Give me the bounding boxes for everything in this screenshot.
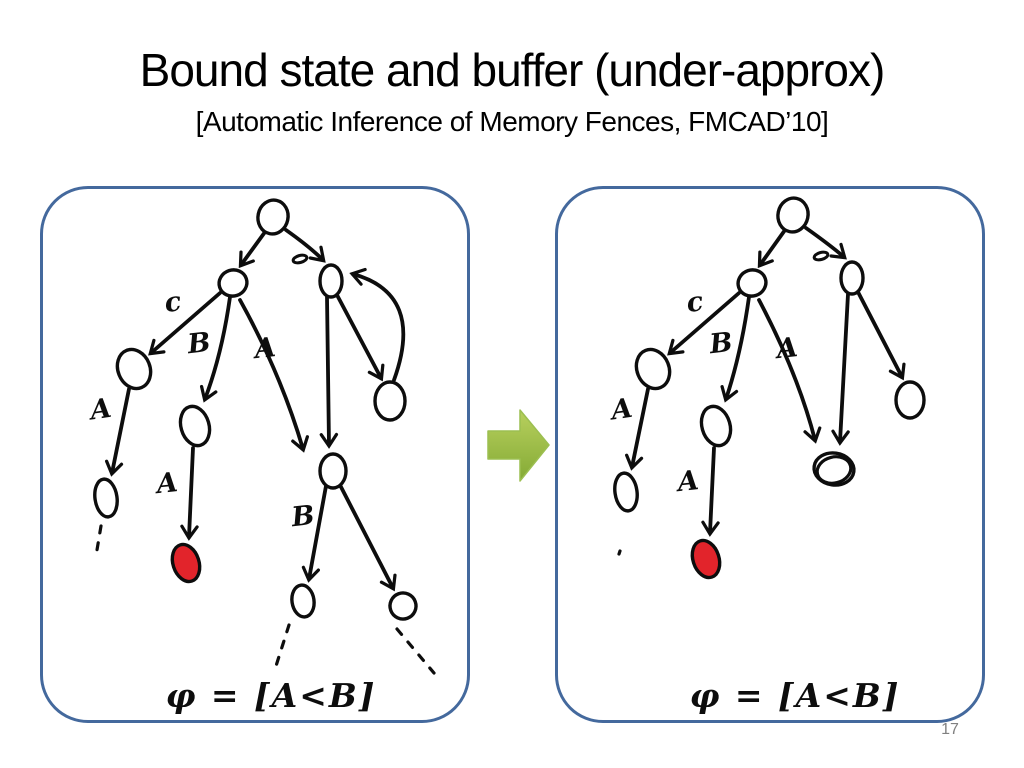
tree-node: [388, 591, 418, 621]
continuation-dashes: [274, 623, 291, 668]
slide-title: Bound state and buffer (under-approx): [139, 44, 886, 96]
tree-diagram-before: c B A A A B φ = [A<B]: [85, 198, 436, 715]
edge-label-b: B: [289, 500, 316, 533]
red-node: [170, 542, 202, 584]
panel-after: c B A A A φ = [A<B]: [555, 186, 985, 723]
tree-edge: [757, 228, 787, 269]
pen-squiggle: [812, 250, 830, 262]
tree-edge: [856, 290, 906, 381]
tree-edge: [831, 292, 850, 446]
tree-edge-c: [148, 291, 222, 356]
tree-edge-c: [667, 291, 741, 356]
slide-subtitle: [Automatic Inference of Memory Fences, F…: [195, 106, 829, 137]
tree-node-root: [776, 196, 810, 234]
formula: φ = [A<B]: [166, 676, 377, 715]
panel-before: c B A A A B φ = [A<B]: [40, 186, 470, 723]
pen-squiggle: [291, 253, 309, 265]
tree-node: [290, 583, 316, 619]
continuation-dot: [617, 549, 622, 556]
edge-label-a: A: [673, 465, 700, 498]
tree-node: [318, 263, 344, 299]
tree-node: [178, 404, 212, 448]
tree-node: [93, 477, 119, 519]
tree-node: [613, 471, 639, 513]
tree-diagram-after: c B A A A φ = [A<B]: [606, 196, 926, 715]
tree-node: [318, 452, 348, 490]
tree-edge: [284, 228, 326, 263]
tree-edge-a: [625, 387, 650, 471]
merged-node-scribble: [815, 455, 853, 485]
tree-node: [634, 347, 672, 391]
transform-arrow-icon: [487, 409, 550, 482]
right-block-arrow: [487, 409, 550, 482]
edge-label-a: A: [85, 393, 113, 427]
tree-edge-a-long: [238, 298, 309, 453]
tree-edge: [319, 295, 339, 449]
formula: φ = [A<B]: [690, 676, 901, 715]
tree-edge: [338, 483, 397, 592]
edge-label-a: A: [152, 467, 179, 500]
tree-node: [373, 380, 407, 422]
tree-edge-b: [720, 295, 751, 403]
edge-label-c: c: [685, 286, 706, 319]
continuation-dashes: [395, 627, 436, 675]
tree-node-root: [256, 198, 290, 236]
tree-node: [736, 268, 768, 298]
back-loop-edge: [349, 267, 406, 382]
tree-node: [217, 268, 249, 298]
tree-edge-b: [199, 295, 232, 403]
edge-label-a: A: [772, 332, 799, 365]
tree-edge-a-long: [757, 298, 822, 444]
tree-edge-a: [701, 446, 720, 537]
tree-node: [894, 380, 926, 420]
edge-label-b: B: [185, 327, 212, 360]
tree-edge: [238, 230, 267, 269]
edge-label-c: c: [163, 286, 184, 319]
tree-node: [115, 347, 153, 391]
page-number: 17: [941, 721, 959, 738]
tree-node: [839, 260, 865, 296]
tree-edge: [804, 226, 847, 260]
edge-label-a: A: [250, 332, 277, 365]
edge-label-a: A: [606, 393, 634, 427]
tree-node: [699, 404, 733, 448]
tree-edge-a: [180, 446, 199, 541]
edge-label-b: B: [707, 327, 734, 360]
continuation-dashes: [94, 524, 103, 558]
tree-edge-b: [301, 484, 328, 583]
red-node: [690, 538, 722, 580]
tree-edge-a: [105, 387, 131, 477]
tree-edge: [335, 293, 385, 382]
